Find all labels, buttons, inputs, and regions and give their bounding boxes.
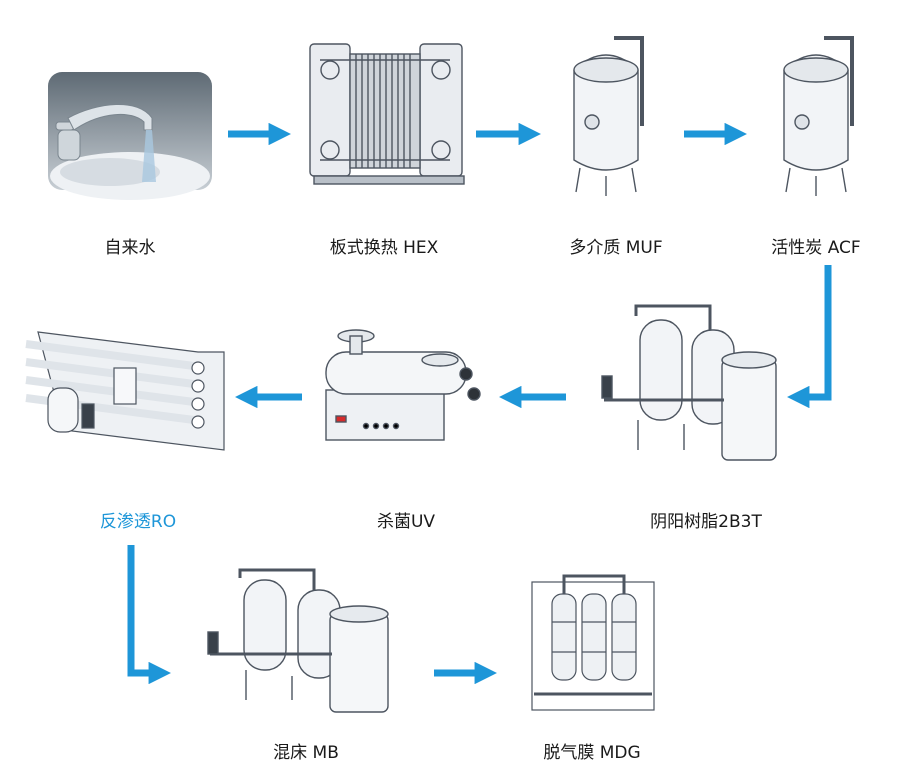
ion-exchange-unit-icon [601,304,777,461]
step-label-plate-heat-exchanger: 板式换热 HEX [329,238,439,258]
mixed-bed-unit-icon [207,568,389,713]
uv-sterilizer-icon [325,329,481,441]
step-label-activated-carbon: 活性炭 ACF [771,238,861,258]
reverse-osmosis-rack-icon [25,331,225,451]
step-label-mixed-bed: 混床 MB [273,743,339,763]
multimedia-filter-tank-icon [573,36,644,196]
step-uv-sterilizer [316,322,486,452]
arrow-4-5 [787,265,832,409]
step-label-uv-sterilizer: 杀菌UV [376,512,436,532]
arrow-7-8 [127,545,171,685]
step-label-multimedia-filter: 多介质 MUF [569,238,663,258]
plate-heat-exchanger-icon [309,43,465,185]
step-mixed-bed [206,568,400,716]
degassing-membrane-unit-icon [531,574,655,711]
step-tap-water [48,72,212,200]
step-activated-carbon [772,30,868,200]
step-degassing-membrane [528,566,658,716]
step-label-tap-water: 自来水 [104,238,156,258]
faucet-icon [48,72,212,200]
step-label-reverse-osmosis: 反渗透RO [99,512,177,532]
step-ion-exchange [600,300,780,464]
step-multimedia-filter [562,30,658,200]
step-plate-heat-exchanger [300,30,470,200]
step-reverse-osmosis [18,312,230,460]
activated-carbon-tank-icon [783,36,854,196]
step-label-degassing-membrane: 脱气膜 MDG [543,743,641,763]
step-label-ion-exchange: 阴阳树脂2B3T [650,512,762,532]
